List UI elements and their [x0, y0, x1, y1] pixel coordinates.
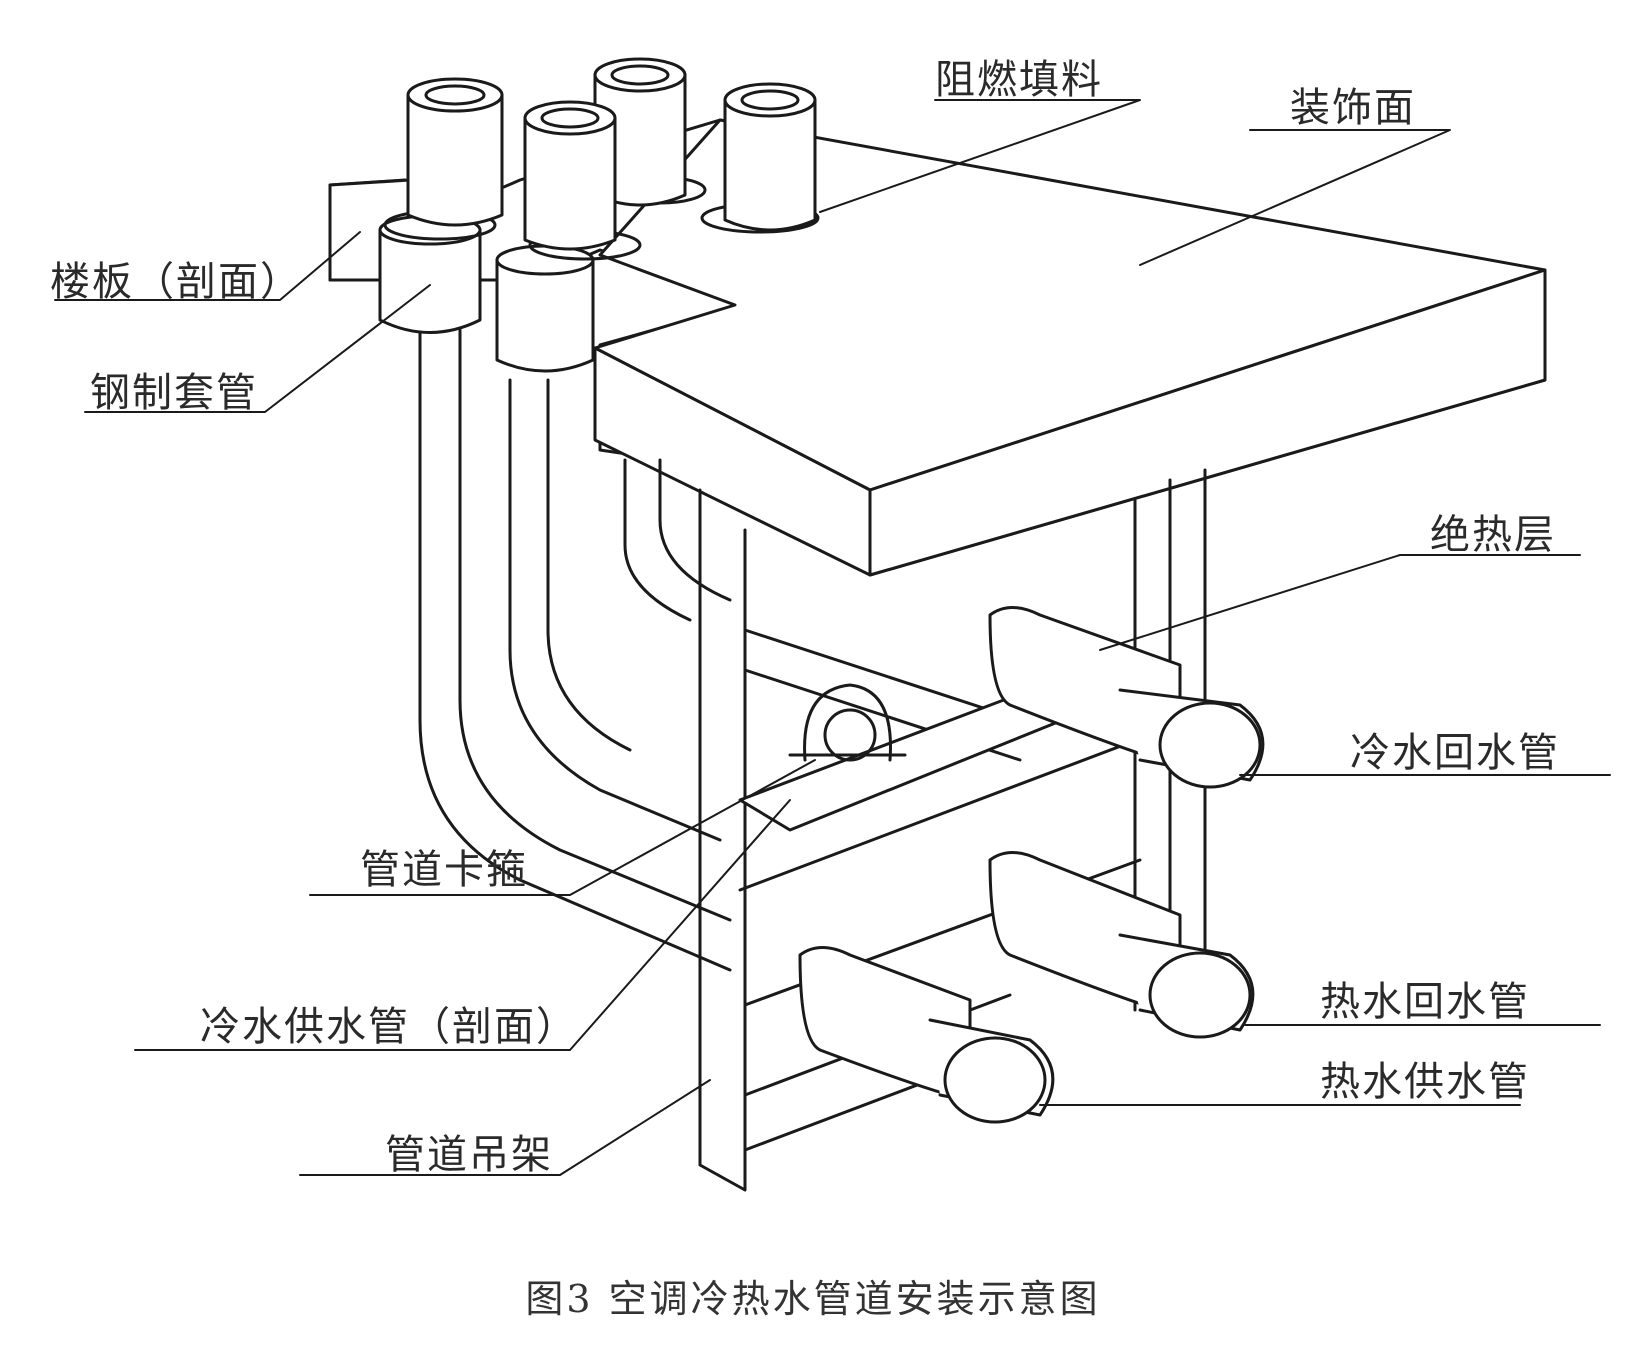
pipe-stubs	[383, 57, 820, 261]
label-hanger: 管道吊架	[385, 1132, 553, 1178]
label-finish-surface: 装饰面	[1290, 85, 1416, 131]
label-fire-filler: 阻燃填料	[935, 57, 1103, 103]
label-chilled-supply: 冷水供水管（剖面）	[200, 1004, 578, 1050]
pipe-clamp	[788, 683, 907, 762]
label-hot-supply: 热水供水管	[1320, 1059, 1530, 1105]
horizontal-pipes	[798, 606, 1265, 1124]
label-steel-sleeve: 钢制套管	[90, 370, 258, 416]
leader-lines	[54, 99, 1611, 1176]
label-chilled-return: 冷水回水管	[1350, 730, 1560, 776]
figure-caption: 图3 空调冷热水管道安装示意图	[525, 1277, 1101, 1321]
label-floor-slab: 楼板（剖面）	[50, 259, 302, 305]
label-hot-return: 热水回水管	[1320, 979, 1530, 1025]
steel-sleeves	[378, 214, 595, 373]
label-insulation: 绝热层	[1430, 512, 1556, 558]
floor-slab	[328, 118, 1547, 577]
vertical-pipes	[418, 328, 732, 972]
label-pipe-clamp: 管道卡箍	[360, 847, 528, 893]
